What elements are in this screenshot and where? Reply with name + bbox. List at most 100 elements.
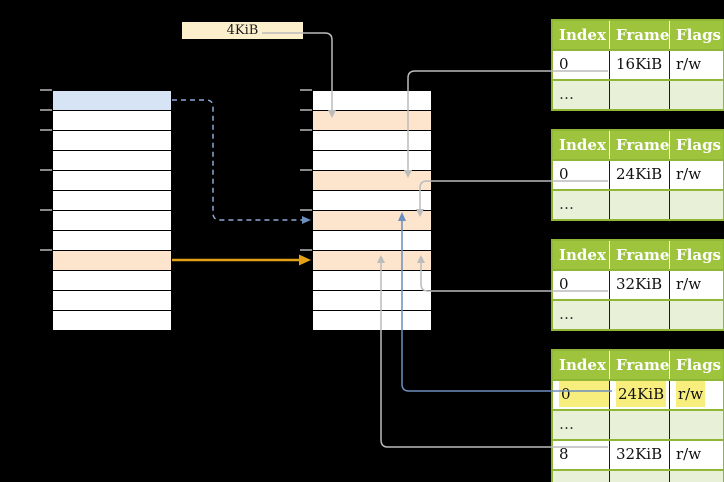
frame-slot-peach [313,111,431,131]
table-cell: 24KiB [610,161,670,189]
page-table-column [312,90,432,331]
table-row: … [553,79,723,109]
table-cell [610,81,670,109]
table-cell [610,411,670,439]
virtual-page-peach [53,251,171,271]
tick-mark [40,169,52,171]
virtual-page-white [53,271,171,291]
frame-slot-white [313,231,431,251]
virtual-page-white [53,291,171,311]
frame-slot-white [313,131,431,151]
table-cell: 24KiB [610,381,670,409]
table-cell: r/w [670,381,723,409]
page-size-label: 4KiB [182,22,303,39]
table-cell: … [553,191,610,219]
column-header-flags: Flags [676,356,721,374]
tick-mark [40,129,52,131]
table-cell: r/w [676,165,702,183]
tick-mark [300,129,312,131]
table-cell: 0 [553,161,610,189]
table-cell: 8 [553,441,610,469]
table-cell [670,301,723,329]
table-cell [610,301,670,329]
table-cell: 0 [553,271,610,299]
tick-mark [300,89,312,91]
table-cell: … [553,411,610,439]
table-cell [610,471,670,482]
tick-mark [40,249,52,251]
virtual-page-white [53,211,171,231]
frame-slot-white [313,90,431,111]
highlighted-value: r/w [676,381,706,407]
frame-slot-white [313,191,431,211]
virtual-page-blue [53,90,171,111]
table-cell: r/w [676,275,702,293]
frame-slot-peach [313,211,431,231]
table-cell: 32KiB [610,271,670,299]
tick-mark [40,109,52,111]
highlighted-value: 0 [559,381,609,407]
tick-mark [300,169,312,171]
tick-mark [300,249,312,251]
table-cell: 0 [553,381,610,409]
virtual-page-white [53,131,171,151]
column-header-index: Index [553,131,610,159]
frame-slot-peach [313,251,431,271]
virtual-page-white [53,311,171,331]
table-cell [670,81,723,109]
column-header-frame: Frame [610,351,670,379]
virtual-memory-column [52,90,172,331]
frame-slot-peach [313,171,431,191]
tick-mark [300,109,312,111]
frame-slot-white [313,291,431,311]
column-header-frame: Frame [610,21,670,49]
table-cell [610,191,670,219]
tick-mark [40,89,52,91]
table-cell [670,191,723,219]
frame-slot-white [313,311,431,331]
table-row: … [553,469,723,482]
column-header-frame: Frame [610,131,670,159]
table-row: … [553,299,723,329]
table-cell: … [553,471,610,482]
table-row: … [553,189,723,219]
table-cell: … [553,81,610,109]
column-header-flags: Flags [676,136,721,154]
table-cell: r/w [676,445,702,463]
column-header-index: Index [553,21,610,49]
frame-slot-white [313,271,431,291]
page-size-text: 4KiB [226,23,259,38]
column-header-frame: Frame [610,241,670,269]
virtual-page-white [53,171,171,191]
column-header-index: Index [553,241,610,269]
table-cell [670,471,723,482]
frame-slot-white [313,151,431,171]
table-row: … [553,409,723,439]
tick-mark [300,209,312,211]
virtual-page-white [53,191,171,211]
arrow-dashed-virtual-to-table [172,99,311,224]
table-cell: r/w [676,55,702,73]
table-cell: 16KiB [610,51,670,79]
virtual-page-white [53,151,171,171]
column-header-flags: Flags [676,26,721,44]
column-header-flags: Flags [676,246,721,264]
virtual-page-white [53,111,171,131]
table-cell: 32KiB [610,441,670,469]
column-header-index: Index [553,351,610,379]
virtual-page-white [53,231,171,251]
table-cell [670,411,723,439]
table-cell: 0 [553,51,610,79]
